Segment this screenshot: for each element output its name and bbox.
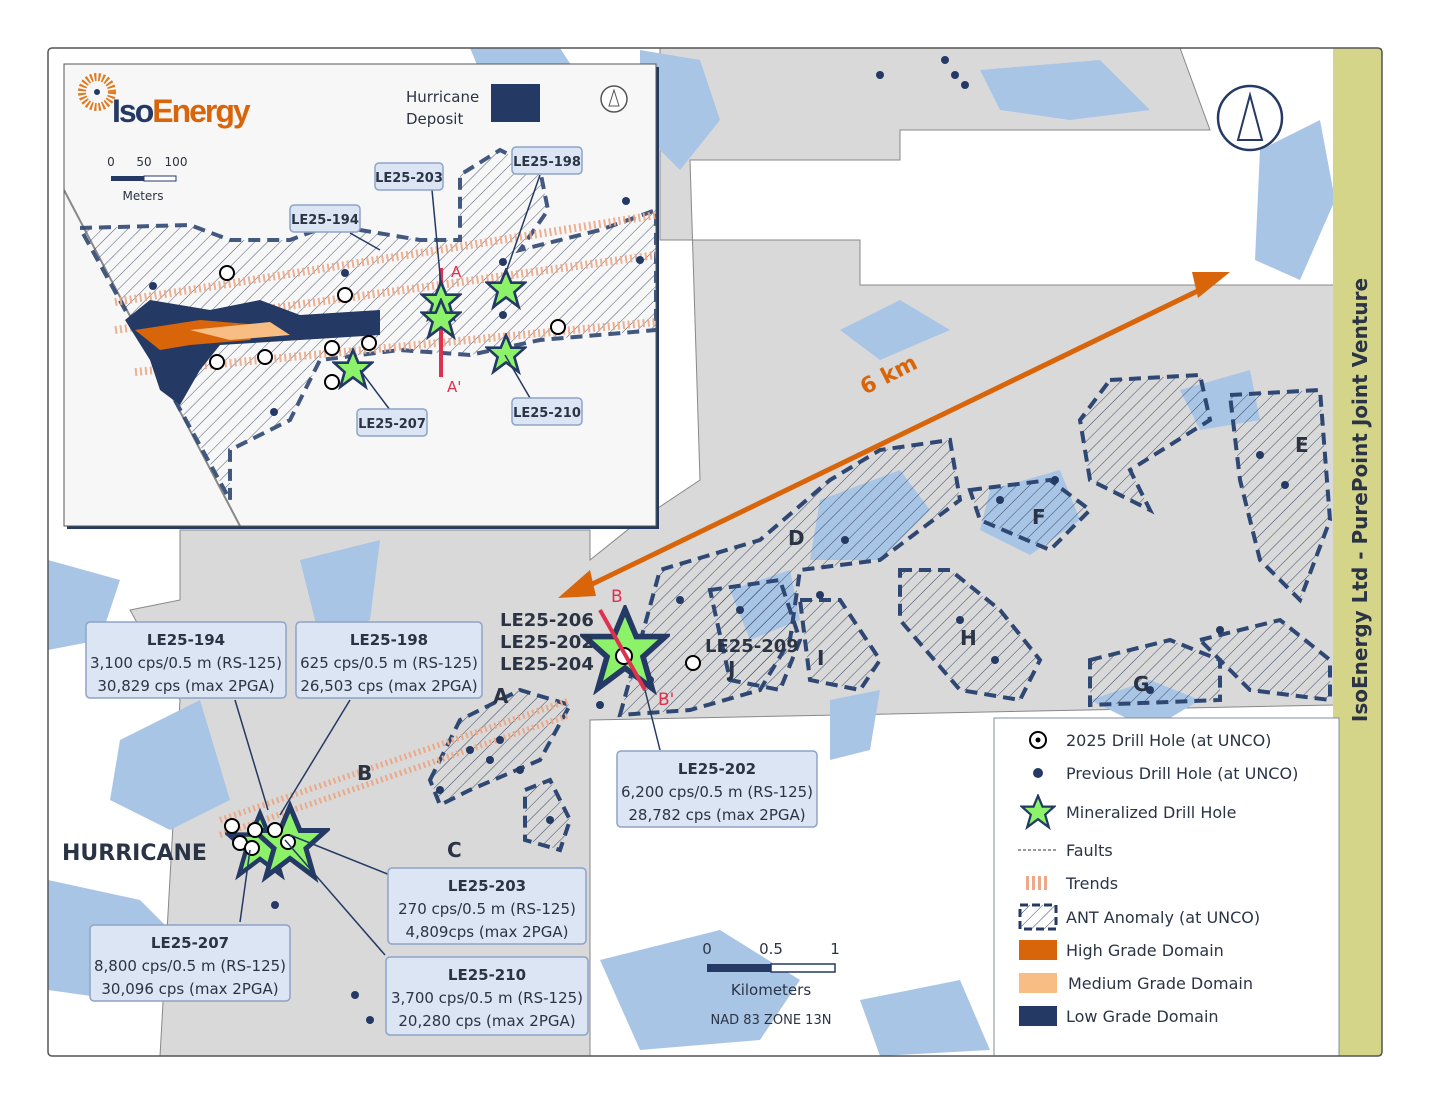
inset-callout: LE25-198 — [511, 146, 583, 175]
jv-strip-label: IsoEnergy Ltd - PurePoint Joint Venture — [1348, 278, 1372, 722]
section-label-a-prime: A' — [447, 378, 461, 396]
inset-callout: LE25-207 — [356, 408, 428, 437]
anomaly-label: F — [1032, 505, 1046, 529]
inset-callout: LE25-210 — [511, 397, 583, 426]
svg-text:270 cps/0.5 m (RS-125): 270 cps/0.5 m (RS-125) — [398, 900, 576, 918]
svg-text:IsoEnergy: IsoEnergy — [112, 93, 251, 129]
hole-label: LE25-209 — [705, 636, 799, 657]
scale-bar: 0 0.5 1 Kilometers NAD 83 ZONE 13N — [702, 940, 840, 1028]
isoenergy-logo: IsoEnergy — [78, 73, 253, 129]
previous-drill-holes — [271, 56, 1289, 1024]
svg-text:LE25-203: LE25-203 — [375, 171, 443, 186]
svg-text:100: 100 — [165, 155, 188, 169]
svg-text:0.5: 0.5 — [759, 940, 783, 958]
svg-text:30,829 cps (max 2PGA): 30,829 cps (max 2PGA) — [97, 677, 274, 695]
callout-le25-194: LE25-194 3,100 cps/0.5 m (RS-125) 30,829… — [85, 621, 287, 699]
hole-labels: LE25-206 LE25-202 LE25-204 LE25-209 — [500, 610, 799, 675]
svg-text:Meters: Meters — [122, 189, 163, 203]
svg-text:LE25-194: LE25-194 — [147, 631, 225, 649]
hole-label: LE25-204 — [500, 654, 594, 675]
anomaly-label: A — [493, 684, 509, 708]
map-frame — [47, 47, 1383, 1057]
inset-scale-bar: 0 50 100 Meters — [107, 155, 187, 203]
callout-le25-198: LE25-198 625 cps/0.5 m (RS-125) 26,503 c… — [295, 621, 483, 699]
callout-le25-203: LE25-203 270 cps/0.5 m (RS-125) 4,809cps… — [387, 867, 587, 945]
anomaly-label: E — [1295, 433, 1309, 457]
anomaly-label: G — [1133, 672, 1149, 696]
inset-map: A A' LE25-203 LE25-198 LE25-194 LE25-207… — [63, 63, 659, 529]
svg-text:LE25-203: LE25-203 — [448, 877, 526, 895]
legend-item: Previous Drill Hole (at UNCO) — [1066, 764, 1298, 783]
svg-text:50: 50 — [136, 155, 151, 169]
legend-item: Faults — [1066, 841, 1113, 860]
svg-text:1: 1 — [830, 940, 840, 958]
svg-text:30,096 cps (max 2PGA): 30,096 cps (max 2PGA) — [101, 980, 278, 998]
legend-item: Medium Grade Domain — [1068, 974, 1253, 993]
svg-text:625 cps/0.5 m (RS-125): 625 cps/0.5 m (RS-125) — [300, 654, 478, 672]
legend-item: ANT Anomaly (at UNCO) — [1066, 908, 1260, 927]
anomaly-label: C — [447, 838, 462, 862]
svg-text:3,100 cps/0.5 m (RS-125): 3,100 cps/0.5 m (RS-125) — [90, 654, 282, 672]
svg-text:0: 0 — [107, 155, 115, 169]
section-label-a: A — [451, 263, 462, 281]
svg-text:LE25-207: LE25-207 — [151, 934, 229, 952]
trends — [219, 697, 571, 838]
callout-le25-202: LE25-202 6,200 cps/0.5 m (RS-125) 28,782… — [616, 750, 818, 828]
anomaly-label: I — [817, 646, 824, 670]
callout-leaders — [234, 689, 661, 956]
legend-item: Mineralized Drill Hole — [1066, 803, 1236, 822]
hurricane-cluster — [224, 807, 326, 877]
svg-text:Kilometers: Kilometers — [731, 981, 811, 999]
jv-strip — [1333, 48, 1382, 1056]
anomaly-labels: A B C D E F G H I J — [357, 433, 1309, 862]
legend-item: Trends — [1065, 874, 1118, 893]
svg-text:LE25-210: LE25-210 — [513, 406, 581, 421]
inset-north-arrow-icon — [600, 85, 628, 113]
svg-text:0: 0 — [702, 940, 712, 958]
anomaly-label: J — [726, 657, 735, 681]
hole-label: LE25-206 — [500, 610, 594, 631]
svg-text:LE25-198: LE25-198 — [513, 155, 581, 170]
svg-text:26,503 cps (max 2PGA): 26,503 cps (max 2PGA) — [300, 677, 477, 695]
legend-item: Low Grade Domain — [1066, 1007, 1219, 1026]
hurricane-label: HURRICANE — [62, 841, 207, 866]
callout-le25-210: LE25-210 3,700 cps/0.5 m (RS-125) 20,280… — [385, 956, 589, 1036]
deposit-legend-label: Hurricane — [406, 88, 479, 106]
hole-label: LE25-202 — [500, 632, 594, 653]
svg-text:LE25-198: LE25-198 — [350, 631, 428, 649]
base-map: IsoEnergy Ltd - PurePoint Joint Venture … — [48, 48, 1382, 1056]
ant-anomalies — [427, 372, 1333, 853]
section-line-b — [598, 609, 647, 691]
svg-text:NAD 83 ZONE 13N: NAD 83 ZONE 13N — [711, 1013, 832, 1028]
anomaly-label: H — [960, 626, 977, 650]
svg-text:6,200 cps/0.5 m (RS-125): 6,200 cps/0.5 m (RS-125) — [621, 783, 813, 801]
svg-text:28,782 cps (max 2PGA): 28,782 cps (max 2PGA) — [628, 806, 805, 824]
svg-text:8,800 cps/0.5 m (RS-125): 8,800 cps/0.5 m (RS-125) — [94, 957, 286, 975]
svg-text:20,280 cps (max 2PGA): 20,280 cps (max 2PGA) — [398, 1012, 575, 1030]
legend-item: High Grade Domain — [1066, 941, 1224, 960]
drill-hole-2025-icon — [685, 655, 701, 671]
north-arrow-icon — [1216, 84, 1284, 152]
inset-callout: LE25-194 — [289, 204, 361, 233]
anomaly-label: D — [788, 526, 805, 550]
svg-text:LE25-210: LE25-210 — [448, 966, 526, 984]
callout-le25-207: LE25-207 8,800 cps/0.5 m (RS-125) 30,096… — [89, 924, 291, 1002]
legend: 2025 Drill Hole (at UNCO) Previous Drill… — [993, 717, 1340, 1056]
svg-text:4,809cps (max 2PGA): 4,809cps (max 2PGA) — [406, 923, 569, 941]
svg-text:LE25-194: LE25-194 — [291, 213, 359, 228]
svg-text:3,700 cps/0.5 m (RS-125): 3,700 cps/0.5 m (RS-125) — [391, 989, 583, 1007]
legend-item: 2025 Drill Hole (at UNCO) — [1066, 731, 1271, 750]
section-label-b-prime: B' — [658, 690, 674, 710]
inset-callout: LE25-203 — [374, 162, 444, 191]
deposit-legend-label: Deposit — [406, 110, 463, 128]
svg-text:LE25-202: LE25-202 — [678, 760, 756, 778]
section-label-b: B — [611, 587, 623, 607]
anomaly-label: B — [357, 761, 372, 785]
deposit-legend-swatch — [491, 84, 540, 122]
svg-text:LE25-207: LE25-207 — [358, 417, 426, 432]
